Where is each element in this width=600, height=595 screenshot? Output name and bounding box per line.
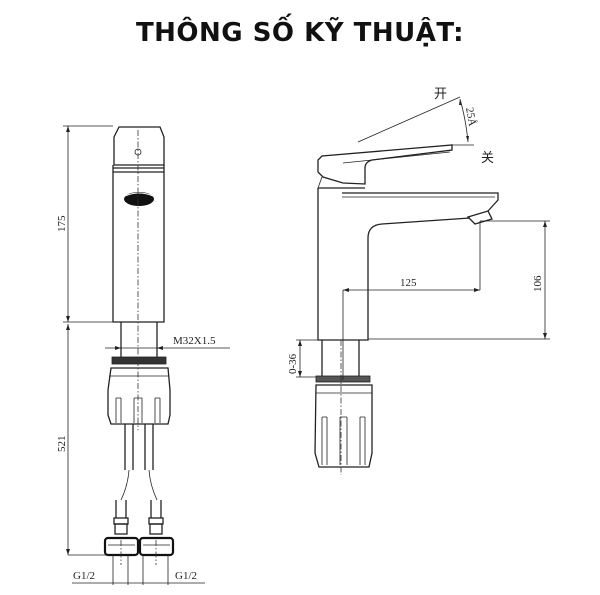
dim-spout-reach: 125 [400,277,417,289]
dim-spout-height: 106 [532,275,544,292]
dim-inlet-left: G1/2 [73,570,95,582]
label-close: 关 [481,151,494,166]
front-dimensions: 175 521 M32X1.5 G1/2 G1/2 [56,125,230,585]
dim-handle-angle: 25Å [463,106,478,127]
dim-total-height: 521 [56,436,68,453]
page-title: THÔNG SỐ KỸ THUẬT: [135,18,465,48]
dim-deck-thickness: 0-36 [287,353,299,374]
dim-thread: M32X1.5 [173,335,216,347]
label-open: 开 [434,87,447,102]
dim-body-height: 175 [56,215,68,232]
front-view-faucet [103,126,175,565]
dim-inlet-right: G1/2 [175,570,197,582]
side-dimensions: 开 关 25Å 125 106 0-36 [287,87,550,380]
